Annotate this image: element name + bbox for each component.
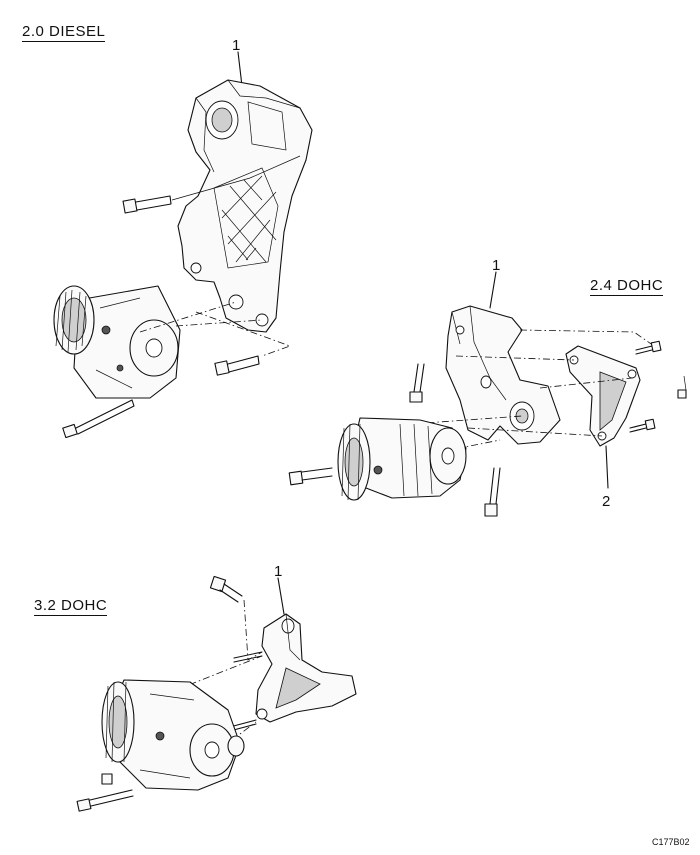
section-label-dohc32: 3.2 DOHC bbox=[34, 597, 108, 616]
diesel-mounting-bracket bbox=[177, 79, 313, 333]
dohc24-callout-1-leader bbox=[489, 271, 497, 309]
callout-dohc24-1: 1 bbox=[492, 257, 501, 274]
callout-diesel-1: 1 bbox=[232, 37, 241, 54]
dohc24-callout-2-leader bbox=[605, 445, 609, 489]
diesel-bolt-middle bbox=[214, 355, 260, 376]
diesel-callout-leader bbox=[237, 51, 243, 87]
dohc32-ac-compressor bbox=[101, 679, 245, 791]
dohc24-ac-compressor bbox=[337, 417, 467, 501]
diesel-bolt-upper bbox=[135, 195, 172, 211]
dohc24-bolt-horizontal bbox=[288, 467, 333, 486]
figure-code: C177B02 bbox=[652, 837, 690, 847]
dohc24-bolt-vertical-left bbox=[409, 363, 425, 403]
dohc24-bolt-right-low bbox=[629, 418, 656, 433]
dohc32-assembly bbox=[76, 575, 357, 812]
diesel-assembly bbox=[53, 51, 313, 439]
diesel-bolt-long bbox=[62, 399, 135, 439]
dohc24-assembly bbox=[288, 271, 687, 517]
dohc32-callout-leader bbox=[277, 577, 285, 615]
diesel-ac-compressor bbox=[53, 285, 181, 399]
dohc24-bolt-right-mid bbox=[677, 375, 687, 399]
dohc32-nut bbox=[101, 773, 113, 785]
dohc24-bracket bbox=[445, 305, 561, 445]
dohc32-bolt-top bbox=[209, 575, 243, 603]
section-label-dohc24: 2.4 DOHC bbox=[590, 277, 664, 296]
dohc32-bolt-long bbox=[76, 789, 134, 812]
callout-dohc32-1: 1 bbox=[274, 563, 283, 580]
dohc32-stud-upper bbox=[233, 651, 263, 663]
section-label-diesel: 2.0 DIESEL bbox=[22, 23, 106, 42]
dohc24-bolt-right-top bbox=[635, 340, 662, 355]
callout-dohc24-2: 2 bbox=[602, 493, 611, 510]
dohc24-bolt-vertical-lower bbox=[484, 467, 501, 517]
dohc32-bracket bbox=[255, 613, 357, 723]
